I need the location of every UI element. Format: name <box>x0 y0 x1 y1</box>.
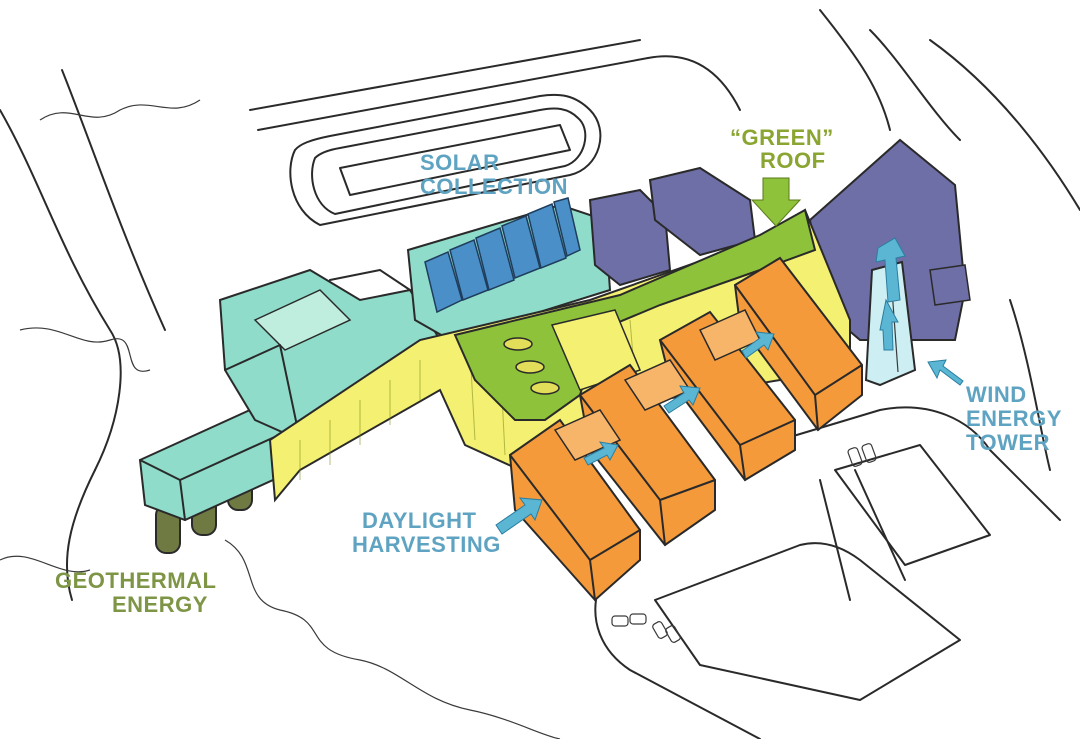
geothermal-label-line-1: GEOTHERMAL <box>55 568 216 593</box>
wind-label-line-2: ENERGY <box>966 406 1062 431</box>
daylight-arrow-2 <box>583 441 619 466</box>
energy-arrows <box>495 177 964 535</box>
geothermal-label-line-2: ENERGY <box>112 592 208 617</box>
daylight-label-line-2: HARVESTING <box>352 532 501 557</box>
green-roof-arrow <box>750 177 802 227</box>
site-context <box>0 9 1080 739</box>
wind-arrow <box>927 359 964 386</box>
wind-label-line-3: TOWER <box>966 430 1050 455</box>
green-roof-label-line-1: “GREEN” <box>730 125 834 150</box>
daylight-label-line-1: DAYLIGHT <box>362 508 476 533</box>
solar-panels <box>424 197 581 314</box>
wind-energy-tower <box>864 237 917 387</box>
classroom-wings <box>508 256 863 602</box>
callout-labels: SOLAR COLLECTION “GREEN” ROOF DAYLIGHT H… <box>55 125 1062 617</box>
solar-building <box>406 197 612 342</box>
daylight-arrow-3 <box>663 385 701 414</box>
daylight-arrow-4 <box>741 331 775 359</box>
green-roof <box>453 208 817 421</box>
east-buildings <box>588 138 971 341</box>
wind-label-line-1: WIND <box>966 382 1027 407</box>
solar-label-line-2: COLLECTION <box>420 174 568 199</box>
solar-label-line-1: SOLAR <box>420 150 500 175</box>
daylight-arrow-1 <box>495 497 543 535</box>
parked-cars <box>611 443 877 643</box>
green-roof-label-line-2: ROOF <box>760 148 826 173</box>
west-wing-building <box>138 268 442 522</box>
